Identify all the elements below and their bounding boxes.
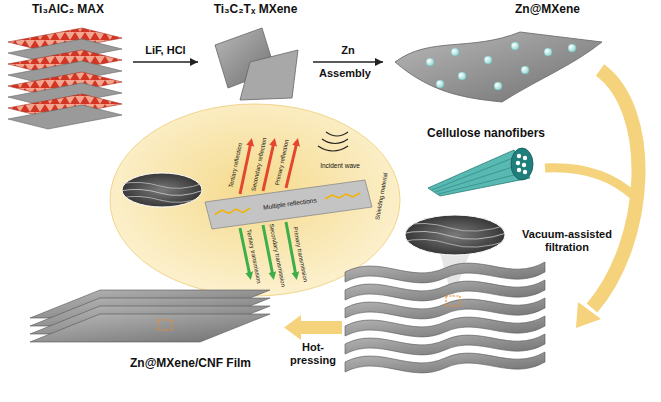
mxene-layer xyxy=(345,352,545,373)
step-label: Hot-pressing xyxy=(283,341,343,366)
process-arrow xyxy=(300,321,342,334)
step-label: Vacuum-assisted filtration xyxy=(515,228,619,253)
sem-texture xyxy=(400,223,510,247)
zn-particle xyxy=(458,72,466,80)
figure-panel: Zn@MXene/CNF Film xyxy=(25,286,286,370)
fiber-pore xyxy=(523,156,527,160)
process-arrow xyxy=(313,61,383,63)
step-label: Assembly xyxy=(310,67,380,80)
figure-panel: Ti₃C₂Tₓ MXene xyxy=(200,2,311,105)
edge-label: LiF, HCl xyxy=(145,44,185,57)
wave-arc xyxy=(322,139,348,144)
panel-title: Ti₃AlC₂ MAX xyxy=(5,2,131,16)
mechanism-label: Incident wave xyxy=(320,162,360,169)
zn-particle xyxy=(544,48,552,56)
zn-particle xyxy=(436,80,444,88)
film-sheet xyxy=(30,314,270,342)
panel-title: Zn@MXene/CNF Film xyxy=(130,356,286,370)
sem-image xyxy=(405,215,505,255)
zn-particle xyxy=(494,82,502,90)
arrow-head xyxy=(284,315,301,340)
wave-arc xyxy=(326,132,348,136)
fiber-strand xyxy=(438,172,526,194)
mxene-sheet xyxy=(395,32,602,102)
edge-label: Zn xyxy=(341,44,354,57)
reflection-zigzag xyxy=(325,193,360,199)
zn-particle xyxy=(426,58,434,66)
fiber-pore xyxy=(523,170,527,174)
zn-particle xyxy=(451,48,459,56)
fiber-pore xyxy=(516,161,520,165)
arrow-head xyxy=(576,302,601,328)
process-arrow xyxy=(592,70,639,308)
sem-image xyxy=(122,173,202,207)
process-arrow xyxy=(545,168,634,196)
fiber-pore xyxy=(517,154,521,158)
figure-panel: Ti₃AlC₂ MAX xyxy=(5,2,131,142)
mxene-layer xyxy=(345,334,545,355)
figure-panel: Zn@MXene xyxy=(385,2,616,110)
zn-particle xyxy=(521,66,529,74)
mxene-layer xyxy=(345,298,545,319)
fiber-pore xyxy=(517,168,521,172)
figure-panel: Cellulose nanofibers xyxy=(420,126,552,200)
al-layer xyxy=(8,105,122,129)
zoom-box xyxy=(158,320,172,330)
mxene-layer xyxy=(345,280,545,301)
sem-texture xyxy=(120,182,204,202)
mxene-flake xyxy=(240,50,298,100)
mxene-layer xyxy=(345,262,545,283)
panel-title: Cellulose nanofibers xyxy=(420,126,552,140)
zn-particle xyxy=(511,42,519,50)
fiber-end xyxy=(511,148,533,180)
reflection-zigzag xyxy=(215,208,250,215)
panel-title: Zn@MXene xyxy=(515,2,616,16)
zoom-box xyxy=(446,296,460,306)
fiber-strand xyxy=(435,164,522,192)
mechanism-bubble xyxy=(110,104,400,296)
wave-arc xyxy=(318,146,348,151)
zn-particle xyxy=(484,56,492,64)
fiber-pore xyxy=(522,163,526,167)
zn-particle xyxy=(568,44,576,52)
panel-title: Ti₃C₂Tₓ MXene xyxy=(200,2,311,16)
mxene-layer xyxy=(345,316,545,337)
process-arrow xyxy=(133,61,198,63)
